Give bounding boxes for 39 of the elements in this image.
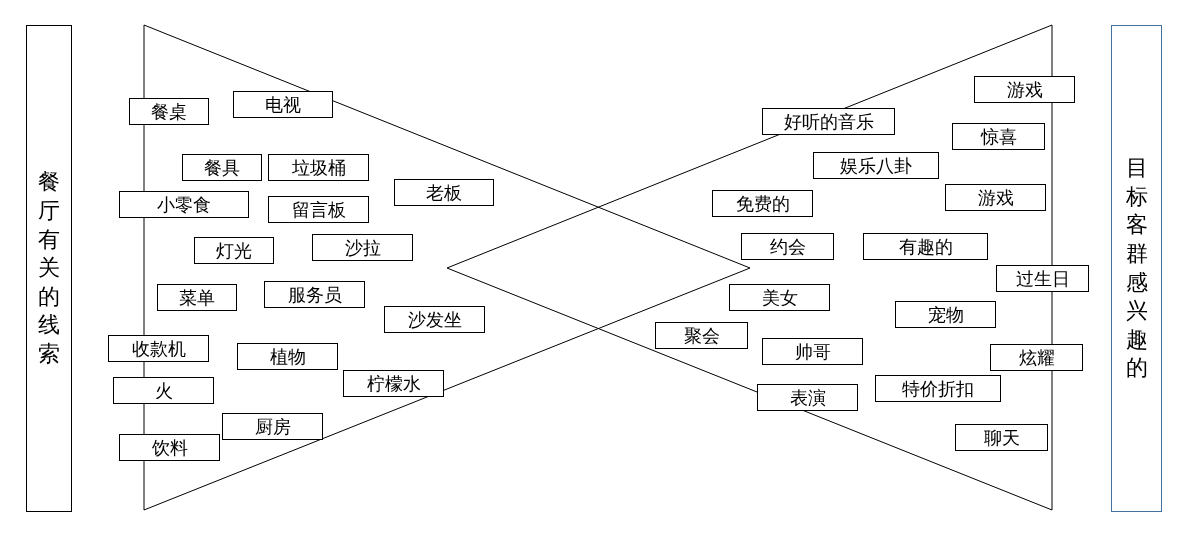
- keyword-box: 电视: [233, 91, 333, 118]
- keyword-box: 菜单: [157, 284, 237, 311]
- keyword-box: 老板: [394, 179, 494, 206]
- keyword-box: 有趣的: [863, 233, 988, 260]
- keyword-box: 灯光: [194, 237, 274, 264]
- band-title: 目标客群感兴趣的: [1125, 154, 1148, 383]
- keyword-box: 沙拉: [312, 234, 413, 261]
- keyword-box: 过生日: [996, 265, 1089, 292]
- keyword-box: 表演: [757, 384, 858, 411]
- category-band: [26, 25, 72, 512]
- keyword-box: 饮料: [119, 434, 220, 461]
- keyword-box: 植物: [237, 343, 338, 370]
- keyword-box: 游戏: [974, 76, 1075, 103]
- keyword-box: 聚会: [655, 322, 748, 349]
- band-title: 餐厅有关的线索: [38, 168, 60, 368]
- keyword-box: 留言板: [268, 196, 369, 223]
- keyword-box: 收款机: [108, 335, 209, 362]
- keyword-box: 宠物: [895, 301, 996, 328]
- keyword-box: 聊天: [955, 424, 1048, 451]
- keyword-box: 游戏: [945, 184, 1046, 211]
- keyword-box: 约会: [741, 233, 834, 260]
- keyword-box: 沙发坐: [384, 306, 485, 333]
- keyword-box: 餐具: [182, 154, 262, 181]
- keyword-box: 特价折扣: [875, 375, 1001, 402]
- keyword-box: 小零食: [119, 191, 249, 218]
- keyword-box: 美女: [729, 284, 830, 311]
- category-band: [1111, 25, 1162, 512]
- keyword-box: 炫耀: [990, 344, 1083, 371]
- keyword-box: 免费的: [712, 190, 813, 217]
- keyword-box: 厨房: [222, 413, 323, 440]
- keyword-box: 柠檬水: [343, 370, 444, 397]
- keyword-box: 服务员: [264, 281, 365, 308]
- keyword-box: 火: [113, 377, 214, 404]
- keyword-box: 惊喜: [952, 123, 1045, 150]
- keyword-box: 帅哥: [762, 338, 863, 365]
- keyword-box: 娱乐八卦: [813, 152, 939, 179]
- keyword-box: 餐桌: [129, 98, 209, 125]
- keyword-box: 垃圾桶: [268, 154, 369, 181]
- keyword-box: 好听的音乐: [762, 108, 895, 135]
